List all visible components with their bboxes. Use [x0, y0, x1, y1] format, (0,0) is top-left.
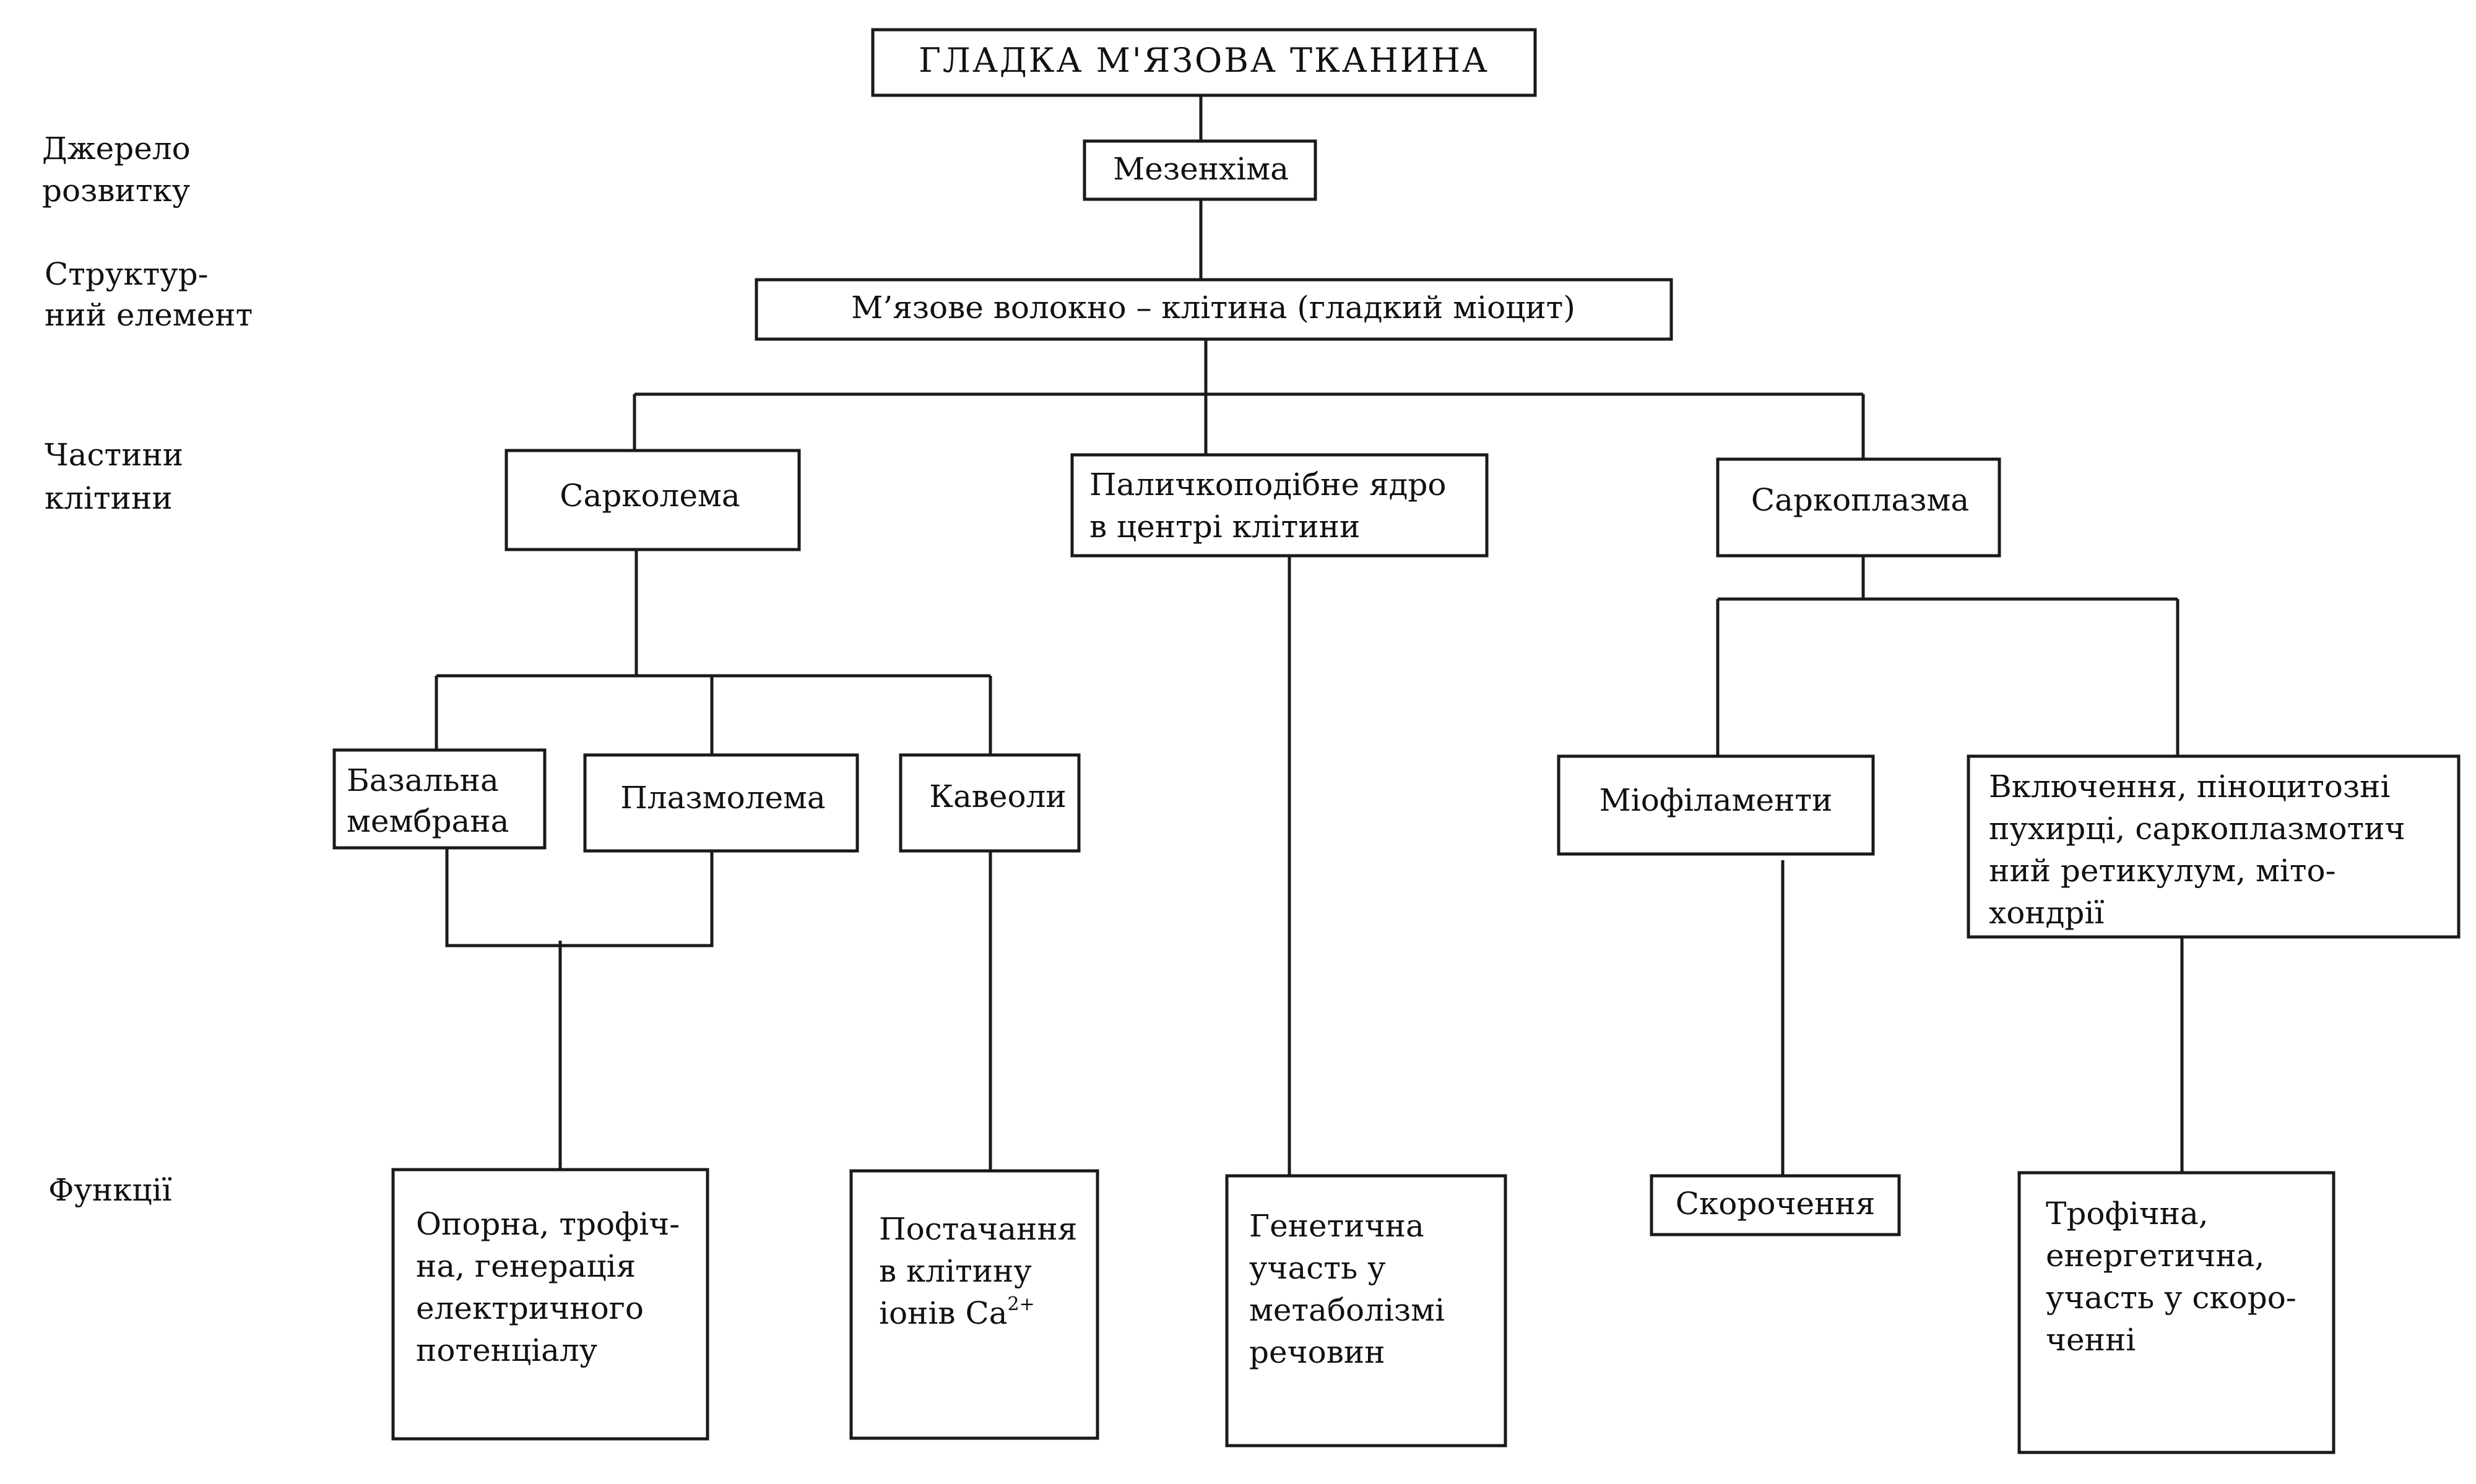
myofilaments-box — [1557, 754, 1875, 856]
myofilaments-node: Міофіламенти — [1557, 754, 1875, 856]
contraction-label: Скорочення — [1676, 1186, 1876, 1222]
plasmolemma-box — [583, 753, 859, 853]
basal-membrane-box — [332, 748, 547, 850]
sarcolemma-label: Сарколема — [560, 478, 740, 514]
caveolae-node: Кавеоли — [899, 753, 1081, 853]
inclusions-function-box — [2017, 1171, 2335, 1454]
calcium-charge-superscript: 2+ — [1008, 1293, 1035, 1315]
fiber-box — [755, 278, 1673, 341]
nucleus-label: Паличкоподібне ядро в центрі клітини — [1089, 467, 1456, 545]
mesenchyme-label: Мезенхіма — [1113, 151, 1289, 187]
basal-membrane-label: Базальна мембрана — [347, 762, 509, 839]
sarcolemma-node: Сарколема — [504, 449, 801, 551]
mesenchyme-box — [1083, 139, 1317, 201]
sarcolemma-box — [504, 449, 801, 551]
inclusions-function-node: Трофічна, енергетична, участь у скоро- ч… — [2017, 1171, 2335, 1454]
caveolae-box — [899, 753, 1081, 853]
connector-lines — [435, 94, 2184, 1176]
row-labels: Джерело розвитку Структур- ний елемент Ч… — [42, 131, 253, 1208]
myofilaments-label: Міофіламенти — [1599, 782, 1833, 818]
row-label-parts: Частини клітини — [45, 437, 193, 516]
connector-basal-plasmolemma-join — [445, 848, 714, 947]
sarcolemma-function-node: Опорна, трофіч- на, генерація електрично… — [391, 1168, 709, 1441]
caveolae-function-label: Постачання в клітину іонів Са2+ — [879, 1211, 1087, 1331]
sarcoplasm-box — [1716, 457, 2001, 558]
nucleus-node: Паличкоподібне ядро в центрі клітини — [1070, 453, 1489, 558]
mesenchyme-node: Мезенхіма — [1083, 139, 1317, 201]
inclusions-label: Включення, піноцитозні пухирці, саркопла… — [1989, 769, 2415, 931]
caveolae-function-node: Постачання в клітину іонів Са2+ — [849, 1169, 1099, 1440]
nucleus-function-label: Генетична участь у метаболізмі речовин — [1249, 1208, 1455, 1370]
inclusions-box — [1967, 754, 2461, 939]
row-label-functions: Функції — [48, 1172, 172, 1208]
caveolae-label: Кавеоли — [929, 779, 1066, 814]
inclusions-node: Включення, піноцитозні пухирці, саркопла… — [1967, 754, 2461, 939]
nucleus-function-node: Генетична участь у метаболізмі речовин — [1225, 1174, 1507, 1447]
plasmolemma-label: Плазмолема — [620, 780, 826, 816]
basal-membrane-node: Базальна мембрана — [332, 748, 547, 850]
fiber-label: М’язове волокно – клітина (гладкий міоци… — [851, 290, 1575, 326]
plasmolemma-node: Плазмолема — [583, 753, 859, 853]
title-box — [871, 28, 1537, 97]
sarcolemma-function-label: Опорна, трофіч- на, генерація електрично… — [416, 1206, 690, 1368]
sarcoplasm-label: Саркоплазма — [1751, 482, 1969, 518]
contraction-node: Скорочення — [1650, 1174, 1901, 1236]
row-label-structure: Структур- ний елемент — [45, 256, 253, 333]
row-label-source: Джерело розвитку — [42, 131, 201, 209]
nucleus-box — [1070, 453, 1489, 558]
caveolae-function-box — [849, 1169, 1099, 1440]
nucleus-function-box — [1225, 1174, 1507, 1447]
diagram-title: ГЛАДКА М'ЯЗОВА ТКАНИНА — [919, 41, 1489, 80]
sarcolemma-function-box — [391, 1168, 709, 1441]
title-node: ГЛАДКА М'ЯЗОВА ТКАНИНА — [871, 28, 1537, 97]
fiber-node: М’язове волокно – клітина (гладкий міоци… — [755, 278, 1673, 341]
contraction-box — [1650, 1174, 1901, 1236]
sarcoplasm-node: Саркоплазма — [1716, 457, 2001, 558]
inclusions-function-label: Трофічна, енергетична, участь у скоро- ч… — [2046, 1196, 2306, 1358]
